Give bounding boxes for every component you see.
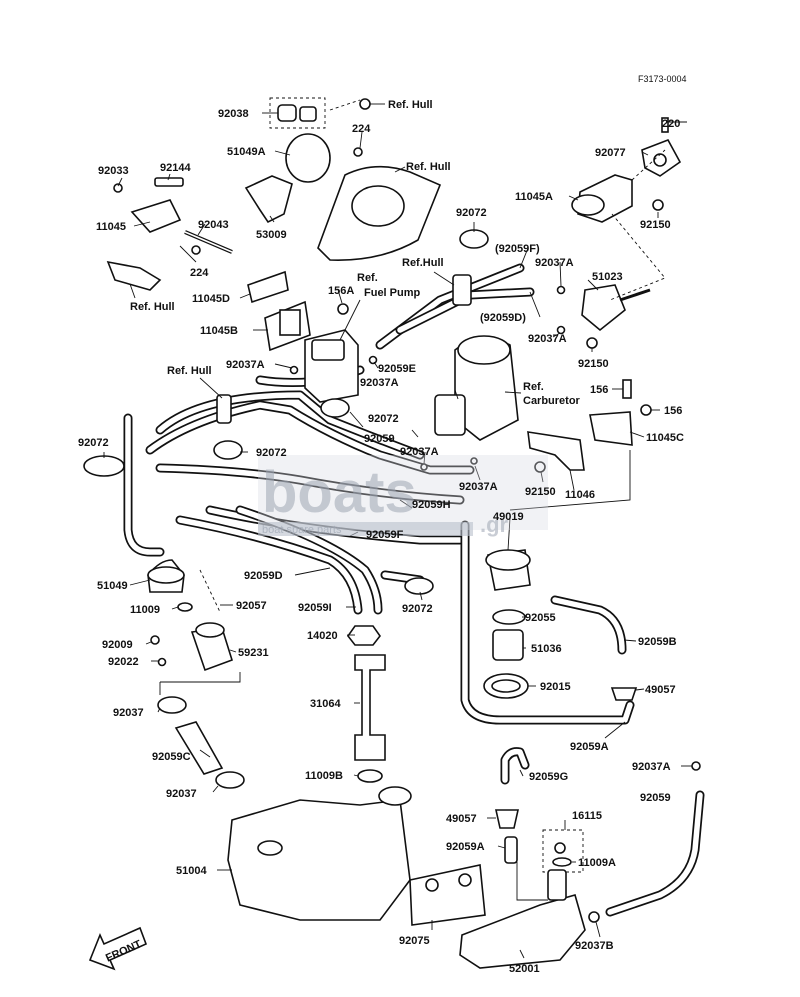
label-92057: 92057 bbox=[236, 600, 267, 612]
label-92077: 92077 bbox=[595, 147, 626, 159]
label-49057-b: 49057 bbox=[446, 813, 477, 825]
label-49057-a: 49057 bbox=[645, 684, 676, 696]
label-92059C: 92059C bbox=[152, 751, 191, 763]
label-11045B: 11045B bbox=[200, 325, 238, 337]
label-224-top: 224 bbox=[352, 123, 371, 135]
label-92059A-b: 92059A bbox=[446, 841, 485, 853]
label-92059F: 92059F bbox=[366, 529, 404, 541]
label-ref-hull-3: Ref.Hull bbox=[402, 257, 444, 269]
label-11009A: 11009A bbox=[578, 857, 616, 869]
label-156-b: 156 bbox=[664, 405, 682, 417]
label-92150-a: 92150 bbox=[578, 358, 609, 370]
label-ref-hull-top: Ref. Hull bbox=[388, 99, 433, 111]
label-92059H: 92059H bbox=[412, 499, 451, 511]
label-92037A-7: 92037A bbox=[632, 761, 671, 773]
label-92072-c: 92072 bbox=[256, 447, 287, 459]
label-49019: 49019 bbox=[493, 511, 524, 523]
label-92059D-paren: (92059D) bbox=[480, 312, 526, 324]
watermark-subtext: boat spare parts bbox=[262, 524, 342, 536]
label-51004: 51004 bbox=[176, 865, 207, 877]
label-ref-carburetor-1: Ref. bbox=[523, 381, 544, 393]
label-ref-fuel-pump-2: Fuel Pump bbox=[364, 287, 421, 299]
label-92072-e: 92072 bbox=[402, 603, 433, 615]
label-92072-d: 92072 bbox=[78, 437, 109, 449]
label-92037A-6: 92037A bbox=[459, 481, 498, 493]
watermark-suffix: .gr bbox=[480, 512, 509, 537]
part-labels: 92038 Ref. Hull 224 51049A Ref. Hull 530… bbox=[78, 99, 684, 975]
label-ref-fuel-pump-1: Ref. bbox=[357, 272, 378, 284]
label-11045D: 11045D bbox=[192, 293, 230, 305]
label-92059F-paren: (92059F) bbox=[495, 243, 540, 255]
label-51049A: 51049A bbox=[227, 146, 266, 158]
label-16115: 16115 bbox=[572, 810, 602, 822]
label-92059D: 92059D bbox=[244, 570, 283, 582]
label-92072-top: 92072 bbox=[456, 207, 487, 219]
label-92037B: 92037B bbox=[575, 940, 614, 952]
fuel-hoses bbox=[123, 263, 705, 917]
label-11045C: 11045C bbox=[646, 432, 684, 444]
label-92037A-1: 92037A bbox=[226, 359, 265, 371]
label-92043: 92043 bbox=[198, 219, 229, 231]
label-11046: 11046 bbox=[565, 489, 595, 501]
label-92150-c: 92150 bbox=[525, 486, 556, 498]
label-11009: 11009 bbox=[130, 604, 160, 616]
label-156-a: 156 bbox=[590, 384, 608, 396]
label-92009: 92009 bbox=[102, 639, 133, 651]
label-92037-a: 92037 bbox=[113, 707, 144, 719]
figure-code: F3173-0004 bbox=[638, 74, 687, 84]
label-92015: 92015 bbox=[540, 681, 571, 693]
label-92059G: 92059G bbox=[529, 771, 568, 783]
label-92059A-a: 92059A bbox=[570, 741, 609, 753]
label-92037A-3: 92037A bbox=[535, 257, 574, 269]
label-53009: 53009 bbox=[256, 229, 287, 241]
label-92059I: 92059I bbox=[298, 602, 332, 614]
label-224-left: 224 bbox=[190, 267, 209, 279]
label-92072-b: 92072 bbox=[368, 413, 399, 425]
label-92059: 92059 bbox=[364, 433, 395, 445]
label-11045: 11045 bbox=[96, 221, 126, 233]
parts bbox=[83, 98, 701, 969]
front-arrow: FRONT bbox=[88, 926, 148, 971]
label-14020: 14020 bbox=[307, 630, 338, 642]
label-51023: 51023 bbox=[592, 271, 623, 283]
label-92037A-2: 92037A bbox=[360, 377, 399, 389]
label-92037A-5: 92037A bbox=[400, 446, 439, 458]
label-31064: 31064 bbox=[310, 698, 341, 710]
watermark-text: boats bbox=[262, 460, 417, 525]
label-92037A-4: 92037A bbox=[528, 333, 567, 345]
label-52001: 52001 bbox=[509, 963, 540, 975]
label-ref-carburetor-2: Carburetor bbox=[523, 395, 581, 407]
label-92022: 92022 bbox=[108, 656, 139, 668]
label-156A: 156A bbox=[328, 285, 354, 297]
label-ref-hull-4: Ref. Hull bbox=[167, 365, 212, 377]
label-220: 220 bbox=[662, 118, 680, 130]
label-92059-b: 92059 bbox=[640, 792, 671, 804]
label-92059B: 92059B bbox=[638, 636, 677, 648]
label-11009B: 11009B bbox=[305, 770, 343, 782]
label-92075: 92075 bbox=[399, 935, 430, 947]
label-92144: 92144 bbox=[160, 162, 191, 174]
label-ref-hull-left: Ref. Hull bbox=[130, 301, 175, 313]
leader-lines bbox=[103, 97, 692, 959]
label-51049: 51049 bbox=[97, 580, 128, 592]
label-92037-b: 92037 bbox=[166, 788, 197, 800]
label-51036: 51036 bbox=[531, 643, 562, 655]
label-92150-b: 92150 bbox=[640, 219, 671, 231]
watermark: boats .gr boat spare parts bbox=[258, 455, 548, 537]
label-59231: 59231 bbox=[238, 647, 269, 659]
label-92038: 92038 bbox=[218, 108, 249, 120]
label-92055: 92055 bbox=[525, 612, 556, 624]
label-11045A: 11045A bbox=[515, 191, 553, 203]
label-ref-hull-cover: Ref. Hull bbox=[406, 161, 451, 173]
label-92033: 92033 bbox=[98, 165, 129, 177]
label-92059E: 92059E bbox=[378, 363, 416, 375]
